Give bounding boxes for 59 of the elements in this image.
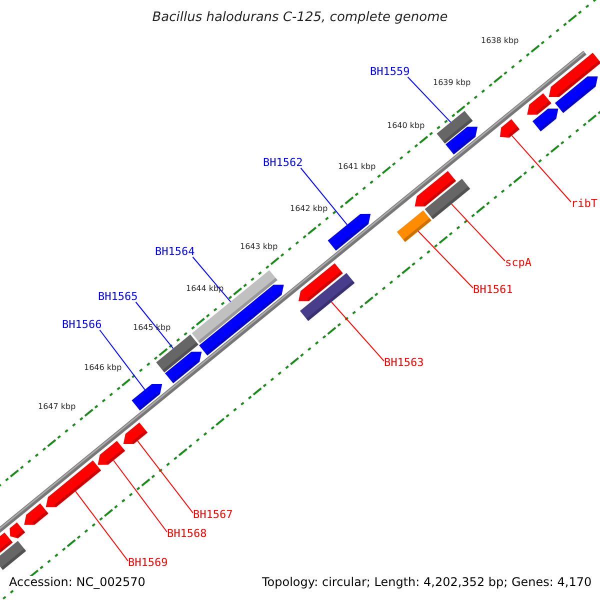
info-text: Topology: circular; Length: 4,202,352 bp; Genes: 4,170 xyxy=(262,576,592,588)
scale-label: 1646 kbp xyxy=(84,364,122,372)
gene-bar xyxy=(0,540,26,570)
gene-bar xyxy=(532,108,558,132)
info-text: Accession: NC_002570 xyxy=(9,576,146,588)
gene-label: BH1564 xyxy=(155,246,195,257)
gene-bar xyxy=(414,170,456,206)
leader-line xyxy=(300,168,348,226)
gene-bar xyxy=(132,384,162,410)
gene-bar xyxy=(46,460,102,508)
scale-label: 1640 kbp xyxy=(387,122,425,130)
leader-line xyxy=(451,204,506,262)
leader-line xyxy=(75,490,128,562)
leader-line xyxy=(135,302,174,349)
gene-label: BH1566 xyxy=(62,319,102,330)
gene-bar xyxy=(300,272,355,321)
gene-label: BH1559 xyxy=(370,66,410,77)
gene-bar xyxy=(436,110,473,144)
leader-line xyxy=(192,256,232,302)
gene-bar xyxy=(527,93,552,115)
scale-label: 1645 kbp xyxy=(133,324,171,332)
scale-label: 1638 kbp xyxy=(481,37,519,45)
gene-label: BH1568 xyxy=(167,528,207,539)
scale-label: 1643 kbp xyxy=(240,243,278,251)
gene-bar xyxy=(10,522,26,538)
gene-bar xyxy=(424,178,470,220)
gene-label: BH1562 xyxy=(263,157,303,168)
gene-bar xyxy=(98,440,126,465)
leader-line xyxy=(418,230,474,288)
scale-label: 1647 kbp xyxy=(38,403,76,411)
gene-label: BH1563 xyxy=(384,357,424,368)
gene-bar xyxy=(165,352,202,384)
gene-bar xyxy=(298,263,343,302)
leader-line xyxy=(112,460,168,532)
gene-bar xyxy=(548,52,600,97)
gene-label: BH1569 xyxy=(128,557,168,568)
gene-bar xyxy=(156,334,198,372)
gene-label: ribT xyxy=(571,198,598,209)
gene-label: BH1567 xyxy=(193,509,233,520)
leader-line xyxy=(137,440,194,514)
leader-line xyxy=(330,302,384,362)
leader-line xyxy=(99,330,146,390)
gene-bar xyxy=(446,126,478,154)
gene-bar xyxy=(328,214,371,251)
leader-line xyxy=(407,76,452,123)
leader-line xyxy=(511,135,572,202)
scale-label: 1639 kbp xyxy=(433,79,471,87)
gene-bar xyxy=(24,503,48,525)
scale-label: 1641 kbp xyxy=(338,163,376,171)
gene-label: BH1561 xyxy=(473,284,513,295)
scale-label: 1642 kbp xyxy=(290,205,328,213)
gene-label: scpA xyxy=(505,257,532,268)
gene-bar xyxy=(123,422,148,444)
gene-label: BH1565 xyxy=(98,291,138,302)
gene-bar xyxy=(396,210,432,242)
gene-bar xyxy=(500,119,520,138)
gene-bar xyxy=(554,76,598,114)
gene-bar xyxy=(0,532,13,553)
title: Bacillus halodurans C-125, complete genome xyxy=(151,11,449,24)
